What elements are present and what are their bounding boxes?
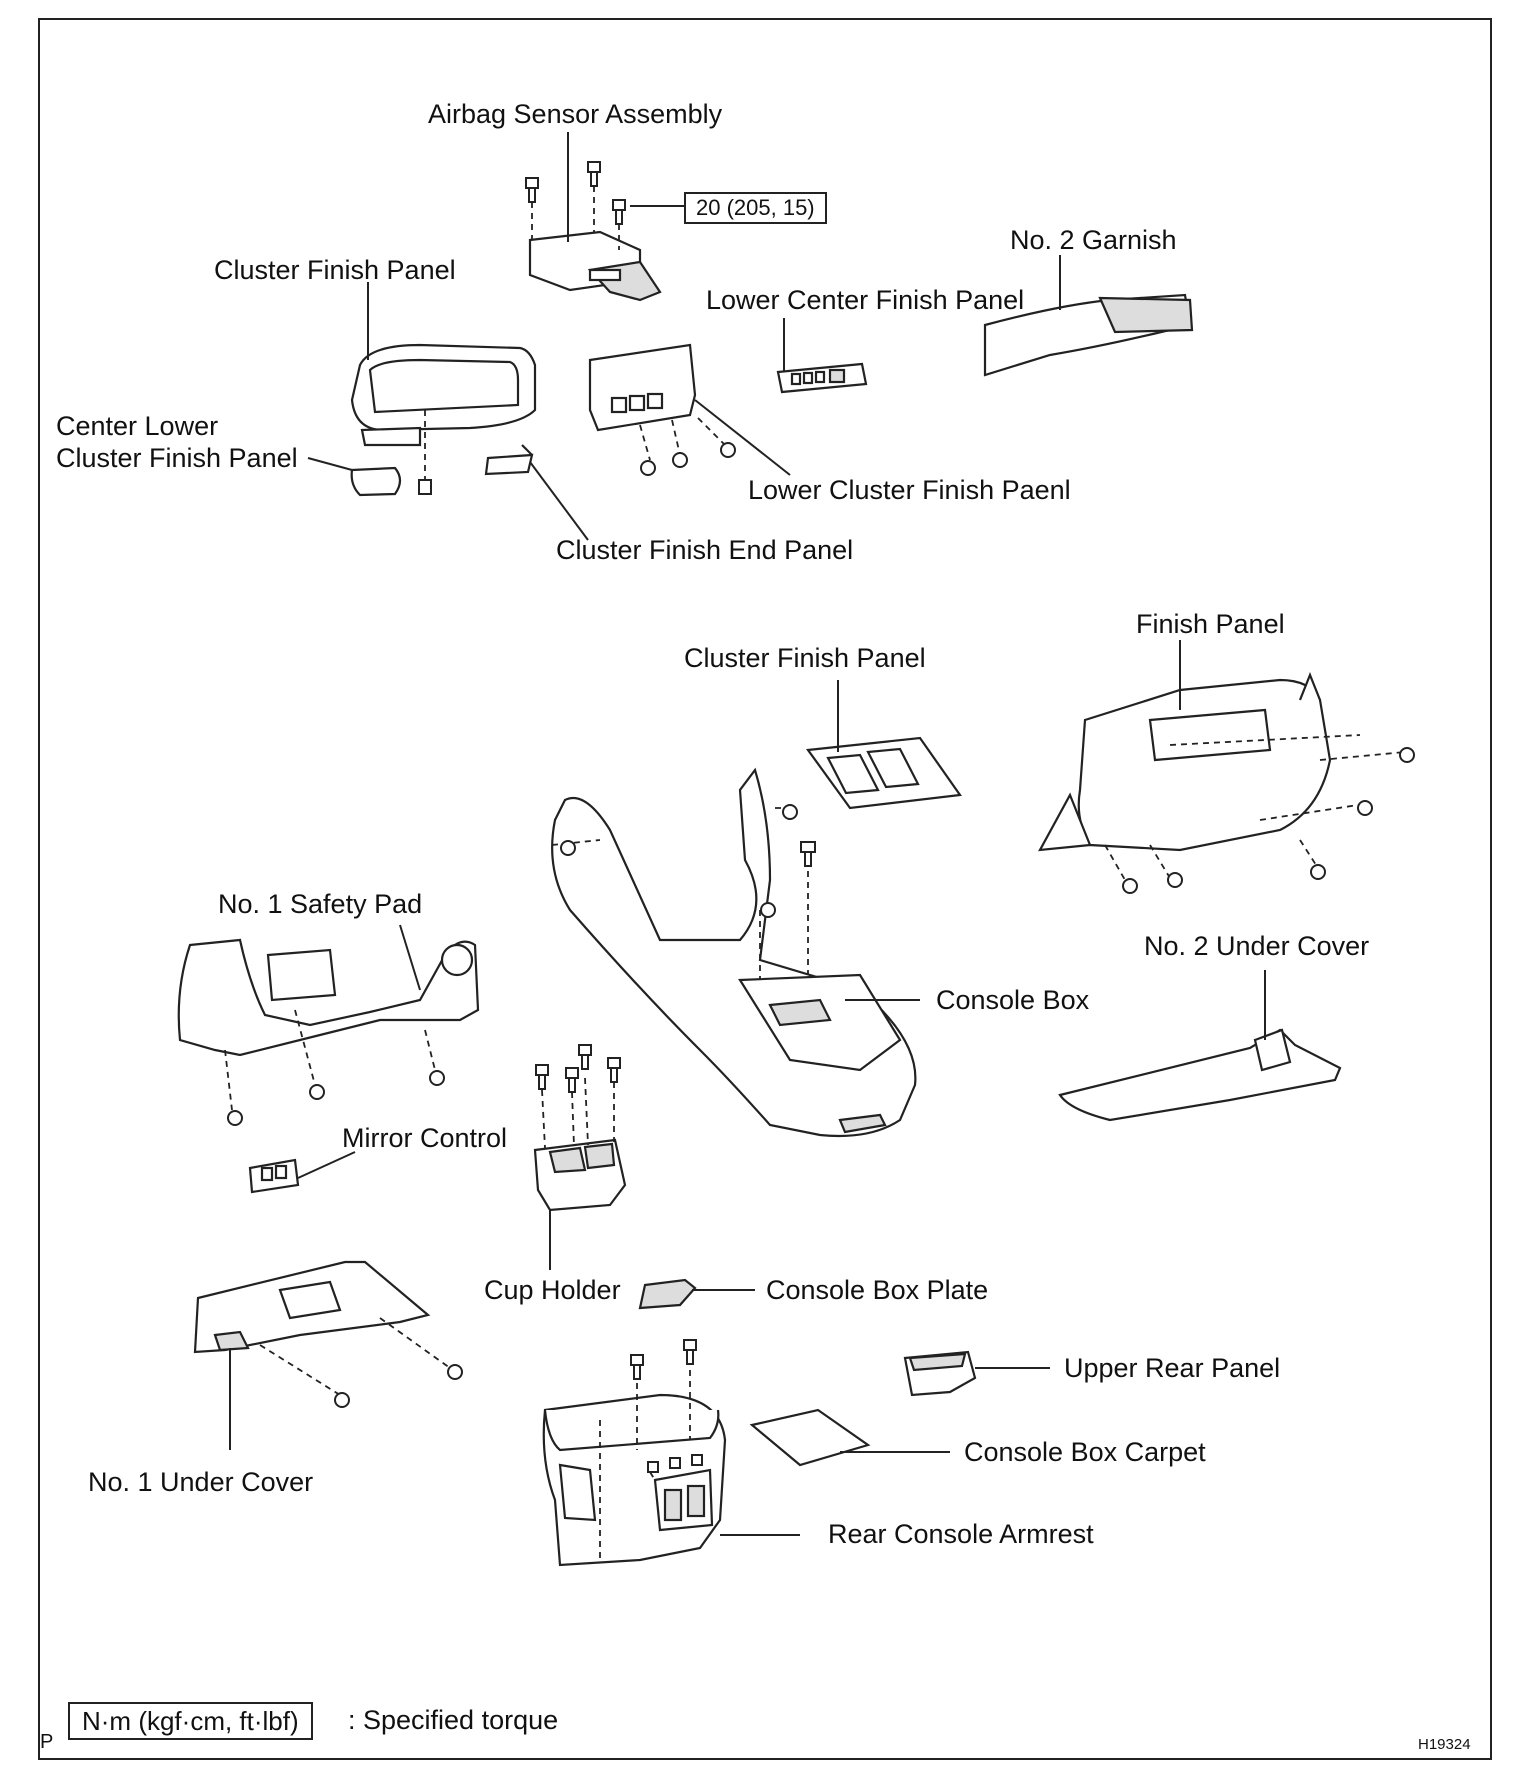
under-cover-bolt-2 — [447, 1364, 463, 1380]
lower-cluster-bolt-1 — [640, 460, 656, 476]
cup-holder-bolt-2 — [565, 1067, 579, 1093]
label-console-box-carpet: Console Box Carpet — [964, 1437, 1206, 1467]
label-console-box: Console Box — [936, 985, 1090, 1015]
label-no2-garnish: No. 2 Garnish — [1010, 225, 1177, 255]
rear-console-armrest-part — [542, 1393, 727, 1567]
console-bolt-1 — [560, 840, 576, 856]
label-airbag-sensor-assembly: Airbag Sensor Assembly — [428, 99, 723, 129]
lower-cluster-finish-panel-part — [588, 343, 697, 432]
label-center-lower-line1: Center Lower — [56, 411, 219, 441]
label-rear-console-armrest: Rear Console Armrest — [828, 1519, 1094, 1549]
label-lower-cluster-finish-panel: Lower Cluster Finish Paenl — [748, 475, 1071, 505]
finish-panel-bolt-1 — [1399, 747, 1415, 763]
lower-center-finish-panel-part — [776, 362, 868, 394]
legend-unit-box: N·m (kgf·cm, ft·lbf) — [68, 1702, 313, 1740]
diagram-frame — [38, 18, 1492, 1760]
finish-panel-bolt-4 — [1122, 878, 1138, 894]
no2-under-cover-part — [1058, 1028, 1342, 1122]
label-upper-rear-panel: Upper Rear Panel — [1064, 1353, 1281, 1383]
label-center-lower-line2: Cluster Finish Panel — [56, 443, 298, 473]
cluster-finish-end-panel-part — [484, 444, 534, 476]
finish-panel-bolt-5 — [1167, 872, 1183, 888]
cup-holder-bolt-4 — [607, 1057, 621, 1083]
no1-under-cover-part — [193, 1260, 431, 1354]
no1-safety-pad-part — [177, 938, 480, 1057]
cup-holder-part — [533, 1138, 627, 1212]
label-mirror-control: Mirror Control — [342, 1123, 508, 1153]
console-box-part — [551, 767, 917, 1138]
label-no1-safety-pad: No. 1 Safety Pad — [218, 889, 423, 919]
label-cluster-finish-panel-mid: Cluster Finish Panel — [684, 643, 926, 673]
airbag-bolt-1 — [525, 177, 539, 203]
cluster-finish-panel-top-part — [350, 343, 537, 447]
console-box-plate-part — [638, 1278, 697, 1310]
console-bolt-2 — [782, 804, 798, 820]
finish-panel-part — [1038, 672, 1332, 852]
label-no1-under-cover: No. 1 Under Cover — [88, 1467, 314, 1497]
console-bolt-4 — [800, 841, 816, 867]
label-lower-center-finish-panel: Lower Center Finish Panel — [706, 285, 1025, 315]
figure-id: H19324 — [1418, 1736, 1471, 1753]
cup-holder-bolt-1 — [535, 1064, 549, 1090]
upper-rear-panel-part — [903, 1350, 977, 1397]
corner-left-mark: P — [40, 1731, 54, 1753]
safety-pad-bolt-1 — [227, 1110, 243, 1126]
label-cluster-finish-end-panel: Cluster Finish End Panel — [556, 535, 854, 565]
no2-garnish-part — [983, 293, 1194, 377]
label-finish-panel: Finish Panel — [1136, 609, 1285, 639]
armrest-bolt-1 — [630, 1354, 644, 1380]
armrest-bolt-5 — [691, 1454, 703, 1466]
armrest-bolt-3 — [647, 1461, 659, 1473]
mirror-control-part — [248, 1158, 300, 1194]
safety-pad-bolt-2 — [309, 1084, 325, 1100]
lower-cluster-bolt-3 — [720, 442, 736, 458]
lower-cluster-bolt-2 — [672, 452, 688, 468]
under-cover-bolt-1 — [334, 1392, 350, 1408]
console-bolt-3 — [760, 902, 776, 918]
finish-panel-bolt-3 — [1310, 864, 1326, 880]
cluster-finish-bolt — [418, 479, 432, 495]
airbag-bolt-3 — [612, 199, 626, 225]
cup-holder-bolt-3 — [578, 1044, 592, 1070]
console-box-carpet-part — [749, 1408, 871, 1467]
center-lower-cluster-finish-panel-part — [350, 466, 402, 497]
label-cluster-finish-panel-top: Cluster Finish Panel — [214, 255, 456, 285]
torque-spec-box: 20 (205, 15) — [684, 192, 827, 224]
legend-description: : Specified torque — [348, 1705, 559, 1735]
safety-pad-bolt-3 — [429, 1070, 445, 1086]
label-cup-holder: Cup Holder — [484, 1275, 621, 1305]
airbag-bolt-2 — [587, 161, 601, 187]
cluster-finish-panel-mid-part — [805, 736, 962, 810]
armrest-bolt-4 — [669, 1457, 681, 1469]
airbag-sensor-assembly-part — [528, 230, 662, 302]
label-no2-under-cover: No. 2 Under Cover — [1144, 931, 1370, 961]
armrest-bolt-2 — [683, 1339, 697, 1365]
label-console-box-plate: Console Box Plate — [766, 1275, 989, 1305]
finish-panel-bolt-2 — [1357, 800, 1373, 816]
